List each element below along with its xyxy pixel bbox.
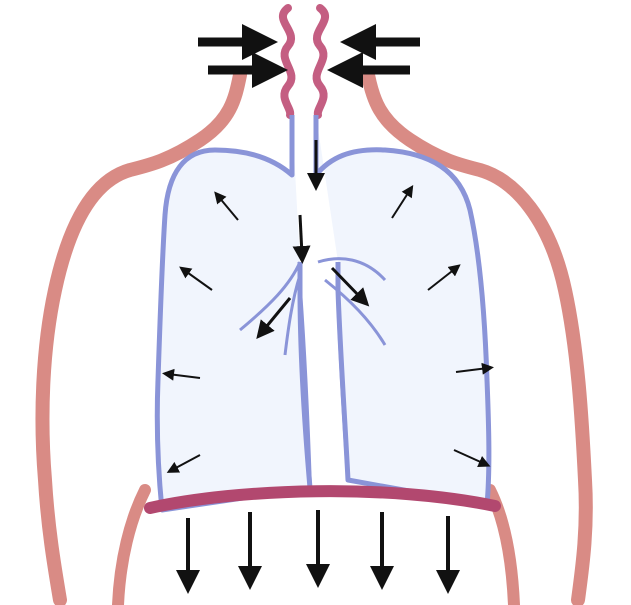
lungs (157, 115, 489, 510)
larynx-left-wall (283, 8, 292, 115)
air-inflow-arrows (198, 42, 420, 70)
airway-arrow (300, 215, 302, 255)
left-lung (157, 115, 310, 510)
right-lung (316, 115, 489, 505)
larynx-right-wall (317, 8, 326, 115)
diaphragm-down-arrows (188, 510, 448, 582)
larynx (283, 8, 325, 115)
armpit-left (118, 490, 145, 605)
